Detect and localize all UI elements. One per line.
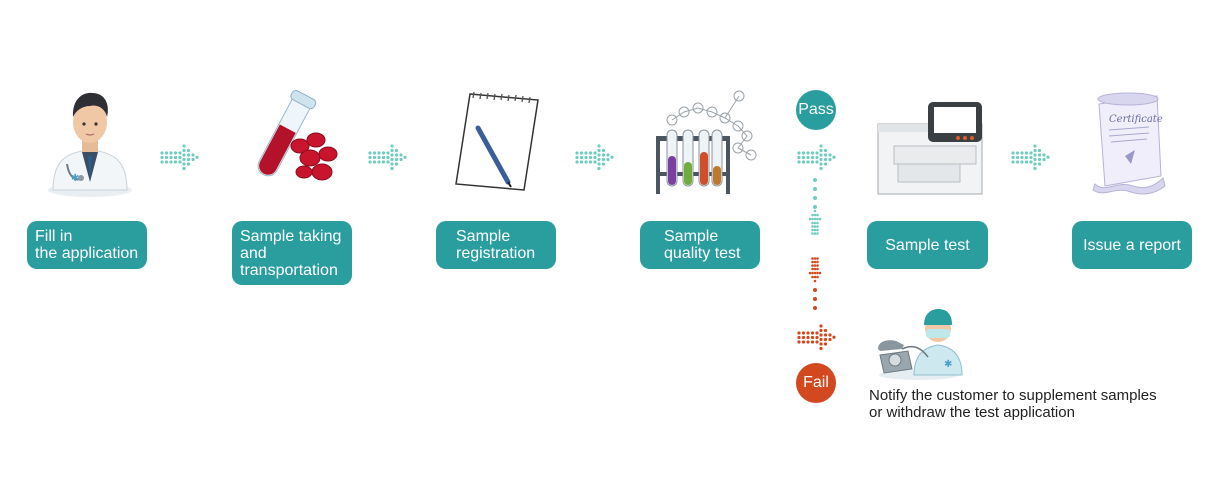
arrow-right-3 [575, 144, 614, 171]
doctor-icon: ✱ [48, 92, 132, 197]
doctor-telephone-icon: ✱ [878, 309, 963, 380]
lab-analyzer-machine-icon [877, 102, 983, 195]
svg-text:Certificate: Certificate [1109, 114, 1163, 125]
svg-text:✱: ✱ [71, 173, 79, 184]
notepad-pen-icon [455, 91, 539, 191]
step-label-sample-registration: Sample registration [436, 221, 556, 269]
pass-dotted-connector [813, 178, 817, 209]
arrow-right-pass [797, 144, 836, 171]
svg-text:✱: ✱ [944, 359, 952, 370]
lab-test-tubes-molecule-icon [656, 90, 757, 194]
fail-dotted-connector [813, 288, 817, 310]
arrow-up-pass [808, 209, 822, 235]
certificate-scroll-icon: Certificate [1092, 92, 1166, 195]
step-label-sample-quality-test: Sample quality test [640, 221, 760, 269]
step-label-sample-test: Sample test [867, 221, 988, 269]
arrow-down-fail [808, 257, 822, 283]
fail-note-text: Notify the customer to supplement sample… [869, 387, 1157, 421]
arrow-right-fail [797, 324, 836, 351]
step-label-sample-taking: Sample taking and transportation [232, 221, 352, 285]
blood-test-tube-icon [257, 89, 338, 181]
fail-badge: Fail [796, 363, 836, 403]
arrow-right-5 [1011, 144, 1050, 171]
pass-badge: Pass [796, 90, 836, 130]
step-label-issue-report: Issue a report [1072, 221, 1192, 269]
arrow-right-1 [160, 144, 199, 171]
arrow-right-2 [368, 144, 407, 171]
step-label-fill-application: Fill in the application [27, 221, 147, 269]
